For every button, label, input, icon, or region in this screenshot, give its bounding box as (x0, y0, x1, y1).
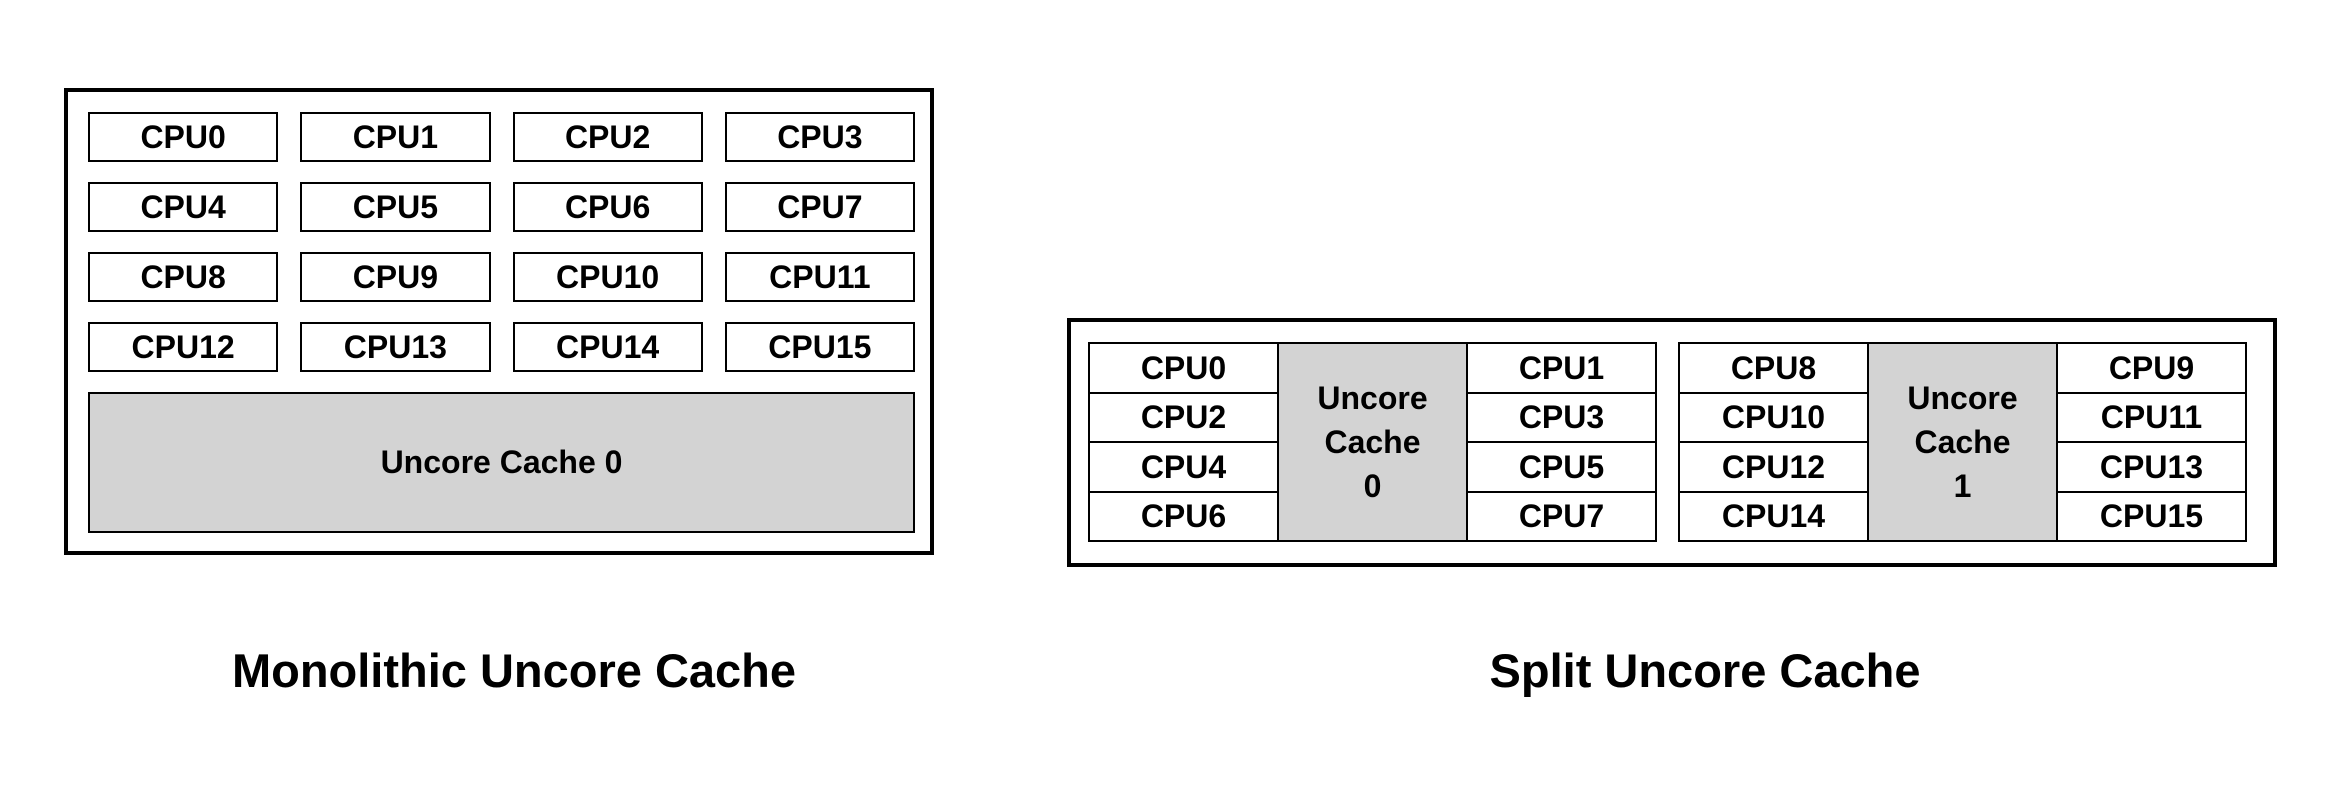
cpu-box-2: CPU2 (512, 112, 703, 162)
cpu-box: CPU11 (2058, 394, 2245, 443)
monolithic-caption: Monolithic Uncore Cache (231, 644, 797, 697)
cpu-box-1: CPU1 (300, 112, 491, 162)
monolithic-uncore-diagram: CPU0 CPU1 CPU2 CPU3 CPU4 CPU5 CPU6 CPU7 … (64, 88, 934, 555)
cpu-column-even-1: CPU8 CPU10 CPU12 CPU14 (1678, 342, 1869, 542)
cpu-box: CPU6 (1140, 498, 1227, 535)
cpu-box: CPU2 (1090, 394, 1277, 443)
cpu-box: CPU5 (1468, 443, 1655, 493)
cpu-box: CPU1 (1468, 344, 1655, 394)
uncore-cache-0-box: Uncore Cache 0 (88, 392, 915, 533)
split-uncore-diagram: CPU0 CPU2 CPU4 CPU6 Uncore Cache 0 CPU1 … (1067, 318, 2277, 567)
cpu-box-9: CPU9 (300, 252, 491, 302)
split-group-0: CPU0 CPU2 CPU4 CPU6 Uncore Cache 0 CPU1 … (1088, 342, 1657, 542)
cpu-box: CPU14 (1721, 498, 1826, 535)
cpu-box-3: CPU3 (724, 112, 915, 162)
cpu-box: CPU10 (1680, 394, 1867, 443)
cpu-box: CPU3 (1468, 394, 1655, 443)
cpu-box-12: CPU12 (88, 322, 279, 372)
cpu-box: CPU12 (1680, 443, 1867, 493)
cpu-box: CPU13 (2058, 443, 2245, 493)
uncore-cache-1-cell: Uncore Cache 1 (1867, 342, 2058, 542)
split-caption: Split Uncore Cache (1489, 644, 1921, 697)
cache-label-line: Cache (1914, 423, 2011, 460)
cache-label-line: 0 (1363, 468, 1382, 505)
cpu-box-4: CPU4 (88, 182, 279, 232)
cpu-box-8: CPU8 (88, 252, 279, 302)
cache-label-line: Uncore (1907, 379, 2018, 416)
cpu-box-6: CPU6 (512, 182, 703, 232)
cpu-box-7: CPU7 (724, 182, 915, 232)
cpu-column-even-0: CPU0 CPU2 CPU4 CPU6 (1088, 342, 1279, 542)
cpu-box: CPU4 (1090, 443, 1277, 493)
cpu-box-10: CPU10 (512, 252, 703, 302)
cache-label-line: Uncore (1317, 379, 1428, 416)
cpu-grid: CPU0 CPU1 CPU2 CPU3 CPU4 CPU5 CPU6 CPU7 … (88, 112, 915, 372)
cpu-box-5: CPU5 (300, 182, 491, 232)
cache-label-line: 1 (1953, 468, 1972, 505)
cpu-box: CPU15 (2099, 498, 2204, 535)
cpu-box: CPU0 (1090, 344, 1277, 394)
split-group-1: CPU8 CPU10 CPU12 CPU14 Uncore Cache 1 CP… (1678, 342, 2247, 542)
cpu-box-11: CPU11 (724, 252, 915, 302)
cpu-box-14: CPU14 (512, 322, 703, 372)
cpu-box-0: CPU0 (88, 112, 279, 162)
cpu-box: CPU7 (1518, 498, 1605, 535)
cpu-box-13: CPU13 (300, 322, 491, 372)
uncore-cache-0-cell: Uncore Cache 0 (1277, 342, 1468, 542)
cpu-box: CPU8 (1680, 344, 1867, 394)
cache-label-line: Cache (1324, 423, 1421, 460)
cpu-column-odd-0: CPU1 CPU3 CPU5 CPU7 (1466, 342, 1657, 542)
cpu-column-odd-1: CPU9 CPU11 CPU13 CPU15 (2056, 342, 2247, 542)
cpu-box: CPU9 (2058, 344, 2245, 394)
cpu-box-15: CPU15 (724, 322, 915, 372)
